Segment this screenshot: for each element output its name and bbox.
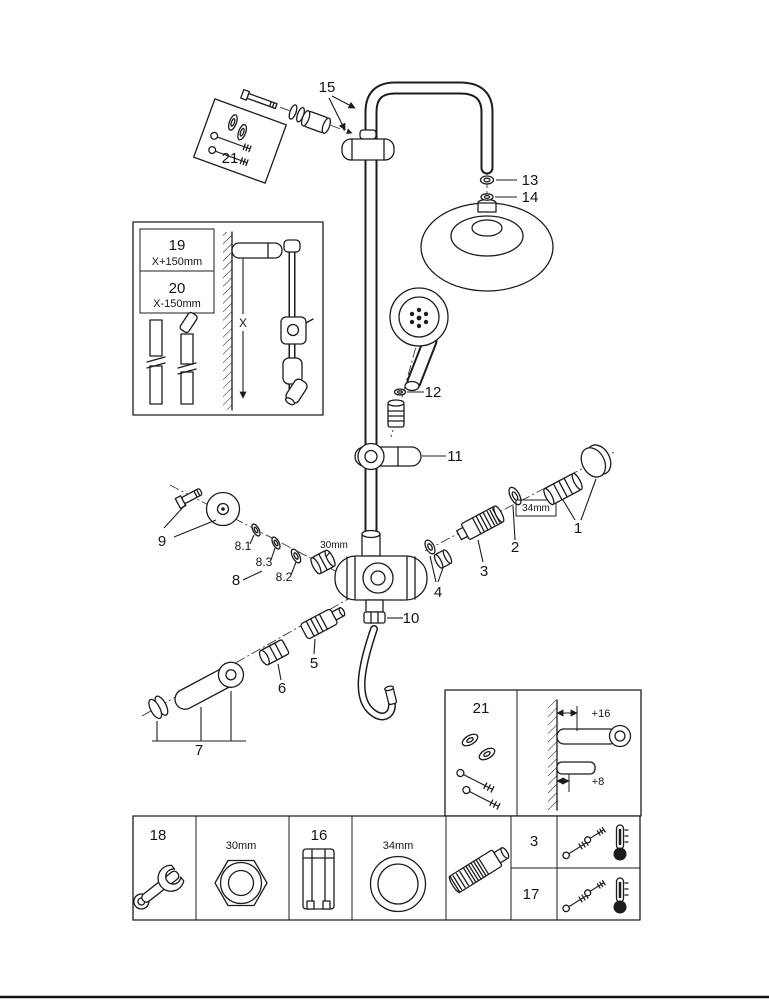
ring-34mm-drawing (369, 855, 427, 913)
hand-shower (389, 287, 449, 392)
legend-cell-18: 18 (150, 827, 167, 844)
callout-3: 3 (480, 563, 488, 580)
callout-7: 7 (195, 742, 203, 759)
nut-30mm-drawing (214, 859, 268, 907)
thermostat-body (334, 529, 428, 613)
legend-table: 18 30mm 16 34mm (132, 815, 641, 921)
extension-pipe-a (146, 319, 166, 405)
wall-hatch (223, 232, 232, 410)
callout-12: 12 (425, 384, 442, 401)
part-14-washer (480, 193, 494, 201)
callout-4: 4 (434, 584, 442, 601)
callout-14: 14 (522, 189, 539, 206)
screw-kit-box-top: 21 (193, 98, 287, 184)
mounting-offset-inset: 21 +16 +8 (444, 689, 642, 817)
part-8-washers (251, 523, 302, 564)
sleeve-tool-drawing (302, 848, 335, 910)
callout-21-bottom: 21 (473, 700, 490, 717)
part-12-washer (393, 388, 407, 396)
dim-x-minus: X-150mm (153, 298, 201, 310)
callout-20: 20 (169, 280, 186, 297)
glide-rail-inset: 19 X+150mm 20 X-150mm X (132, 221, 324, 416)
union-nut-30mm (310, 549, 336, 575)
callout-2: 2 (511, 539, 519, 556)
coupling-drawing (448, 847, 510, 894)
dim-plus-16: +16 (592, 708, 611, 720)
riser-wall-mount (341, 129, 395, 161)
head-shower (420, 198, 554, 292)
callout-8: 8 (232, 572, 240, 589)
dim-30mm-main: 30mm (320, 540, 348, 551)
callout-8-3: 8.3 (256, 555, 273, 569)
callout-10: 10 (403, 610, 420, 627)
callout-15: 15 (319, 79, 336, 96)
part-6-sleeve (258, 639, 290, 666)
callout-5: 5 (310, 655, 318, 672)
part-9-group (174, 488, 241, 527)
legend-cell-3: 3 (530, 833, 538, 850)
callout-19: 19 (169, 237, 186, 254)
callout-9: 9 (158, 533, 166, 550)
wrench-drawing (133, 864, 185, 910)
callout-1: 1 (574, 520, 582, 537)
dim-x-plus: X+150mm (152, 256, 202, 268)
callout-8-1: 8.1 (235, 539, 252, 553)
part-10-nut (363, 611, 386, 624)
extension-pipe-b (177, 311, 198, 405)
part-11-holder (354, 442, 422, 471)
part-7-handle (148, 661, 245, 720)
dim-plus-8: +8 (592, 776, 605, 788)
legend-cell-16: 16 (311, 827, 328, 844)
callout-11: 11 (447, 448, 463, 465)
part-3-coupling (456, 505, 505, 541)
callout-13: 13 (522, 172, 539, 189)
callout-21-top: 21 (222, 150, 239, 167)
callout-8-2: 8.2 (276, 570, 293, 584)
shower-hose (357, 625, 398, 721)
part-1-union (543, 444, 612, 506)
part-4-filters (424, 539, 453, 569)
dim-34mm-main: 34mm (522, 503, 550, 514)
hand-shower-coupling (387, 399, 405, 428)
legend-cell-17: 17 (523, 886, 540, 903)
part-2-washer (508, 486, 522, 506)
legend-cell-34mm: 34mm (383, 840, 414, 852)
riser-pipe (364, 81, 494, 563)
dim-x-height: X (239, 316, 247, 330)
callout-6: 6 (278, 680, 286, 697)
rail-drawing (231, 239, 314, 406)
part-5-cartridge (300, 607, 346, 640)
legend-cell-30mm: 30mm (226, 840, 257, 852)
part-13-nut (479, 175, 495, 185)
mount-bolt-assembly (240, 88, 332, 135)
